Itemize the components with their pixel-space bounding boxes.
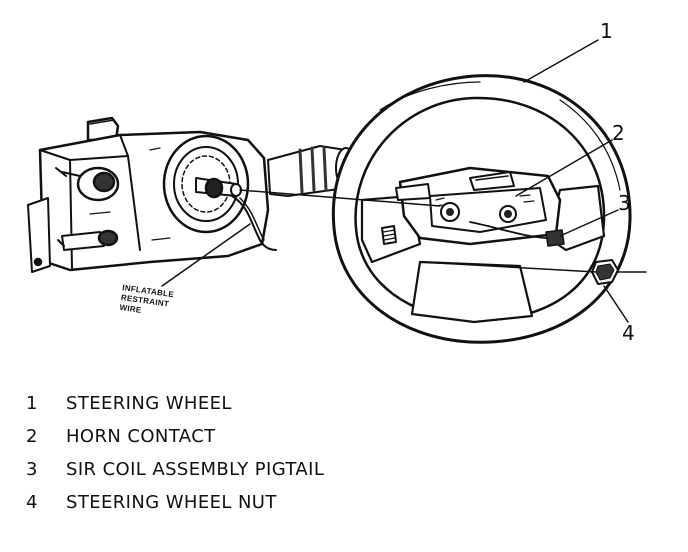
legend-number: 2 bbox=[26, 426, 38, 447]
legend-text: HORN CONTACT bbox=[66, 426, 216, 447]
inflatable-restraint-wire bbox=[161, 195, 277, 287]
legend-number: 4 bbox=[26, 492, 38, 513]
legend-text: STEERING WHEEL bbox=[66, 393, 232, 414]
legend-item: 3 SIR COIL ASSEMBLY PIGTAIL bbox=[26, 458, 324, 491]
steering-column bbox=[27, 116, 270, 273]
steering-wheel bbox=[239, 74, 632, 344]
legend: 1 STEERING WHEEL 2 HORN CONTACT 3 SIR COIL … bbox=[26, 392, 324, 524]
legend-item: 4 STEERING WHEEL NUT bbox=[26, 491, 324, 524]
callout-2: 2 bbox=[612, 121, 625, 145]
callout-3: 3 bbox=[618, 191, 631, 215]
legend-text: STEERING WHEEL NUT bbox=[66, 492, 277, 513]
legend-text: SIR COIL ASSEMBLY PIGTAIL bbox=[66, 459, 325, 480]
steering-wheel-nut bbox=[419, 259, 647, 285]
callout-1: 1 bbox=[600, 19, 613, 43]
wire-label-line-3: WIRE bbox=[119, 303, 142, 315]
legend-number: 1 bbox=[26, 393, 38, 414]
legend-item: 1 STEERING WHEEL bbox=[26, 392, 324, 425]
leader-lines bbox=[515, 39, 629, 323]
callout-4: 4 bbox=[622, 321, 635, 345]
legend-item: 2 HORN CONTACT bbox=[26, 425, 324, 458]
legend-number: 3 bbox=[26, 459, 38, 480]
